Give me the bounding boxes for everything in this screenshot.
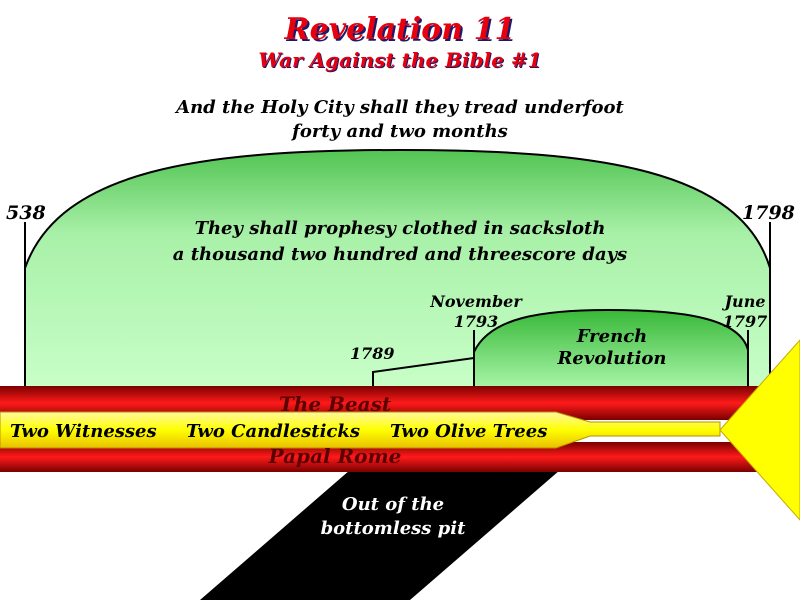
bottomless-pit-label: Out of the bottomless pit bbox=[318, 493, 468, 541]
connector-1789-1793 bbox=[372, 357, 475, 388]
june-label: June bbox=[724, 292, 766, 311]
november-1793-label: November 1793 bbox=[418, 292, 534, 332]
two-candlesticks-label: Two Candlesticks bbox=[186, 421, 360, 442]
quote-line-1: And the Holy City shall they tread under… bbox=[176, 97, 624, 118]
bottomless-pit-bar bbox=[200, 470, 560, 600]
year-1793-label: 1793 bbox=[453, 312, 499, 331]
two-olive-trees-label: Two Olive Trees bbox=[390, 421, 548, 442]
french-line-1: French bbox=[576, 326, 648, 347]
yellow-wedge bbox=[719, 339, 800, 521]
year-1798-label: 1798 bbox=[742, 202, 795, 224]
dome-line-1: They shall prophesy clothed in sacksloth bbox=[194, 218, 606, 239]
french-revolution-label: French Revolution bbox=[540, 326, 684, 370]
two-witnesses-label: Two Witnesses bbox=[10, 421, 157, 442]
witnesses-band bbox=[0, 411, 721, 449]
year-1797-label: 1797 bbox=[722, 312, 768, 331]
french-revolution-dome bbox=[473, 308, 749, 389]
november-label: November bbox=[430, 292, 522, 311]
quote-text: And the Holy City shall they tread under… bbox=[0, 96, 800, 144]
quote-line-2: forty and two months bbox=[292, 121, 508, 142]
dome-text: They shall prophesy clothed in sacksloth… bbox=[0, 216, 800, 268]
year-1789-label: 1789 bbox=[350, 344, 395, 363]
dome-line-2: a thousand two hundred and threescore da… bbox=[172, 244, 628, 265]
pit-line-1: Out of the bbox=[341, 494, 445, 515]
page-title: Revelation 11 bbox=[284, 12, 516, 47]
year-538-label: 538 bbox=[6, 202, 46, 224]
papal-rome-label: Papal Rome bbox=[268, 444, 402, 468]
pit-line-2: bottomless pit bbox=[320, 518, 466, 539]
june-1797-label: June 1797 bbox=[712, 292, 778, 332]
beast-label: The Beast bbox=[278, 392, 392, 416]
page-subtitle: War Against the Bible #1 bbox=[258, 48, 542, 72]
french-line-2: Revolution bbox=[557, 348, 667, 369]
